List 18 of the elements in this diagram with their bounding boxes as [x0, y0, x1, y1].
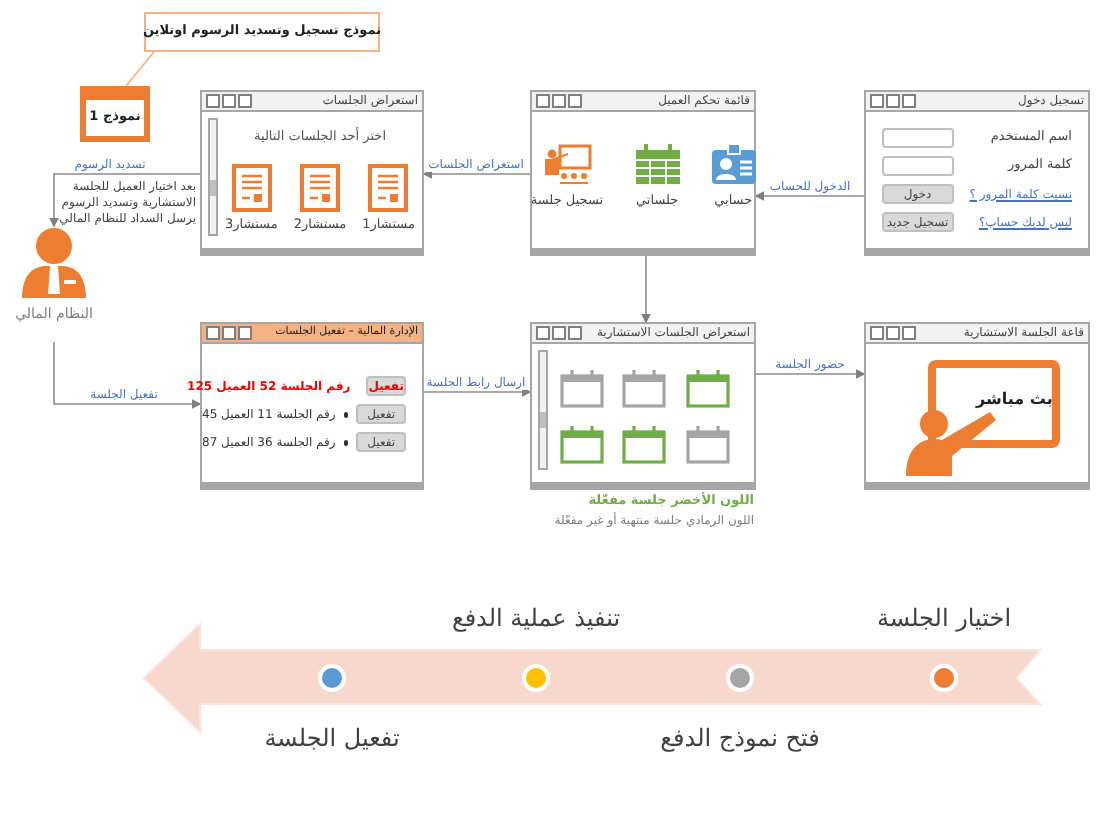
- leader-line: [125, 51, 155, 87]
- arrow: [422, 169, 531, 179]
- step-label: فتح نموذج الدفع: [660, 722, 820, 756]
- arrow: [423, 387, 532, 397]
- step-label: تفعيل الجلسة: [264, 722, 400, 756]
- app-window: [530, 90, 756, 256]
- board-text: بث مباشر: [976, 388, 1053, 412]
- arrow: [49, 173, 201, 228]
- arrow: [755, 369, 866, 379]
- arrow: [53, 341, 202, 409]
- form-window: [80, 86, 150, 142]
- app-window: [200, 90, 424, 256]
- step-label: تنفيذ عملية الدفع: [451, 602, 621, 636]
- app-window: [864, 90, 1090, 256]
- arrow: [641, 255, 651, 324]
- arrow: [754, 191, 865, 201]
- step-label: اختيار الجلسة: [876, 602, 1012, 636]
- app-window: [864, 322, 1090, 490]
